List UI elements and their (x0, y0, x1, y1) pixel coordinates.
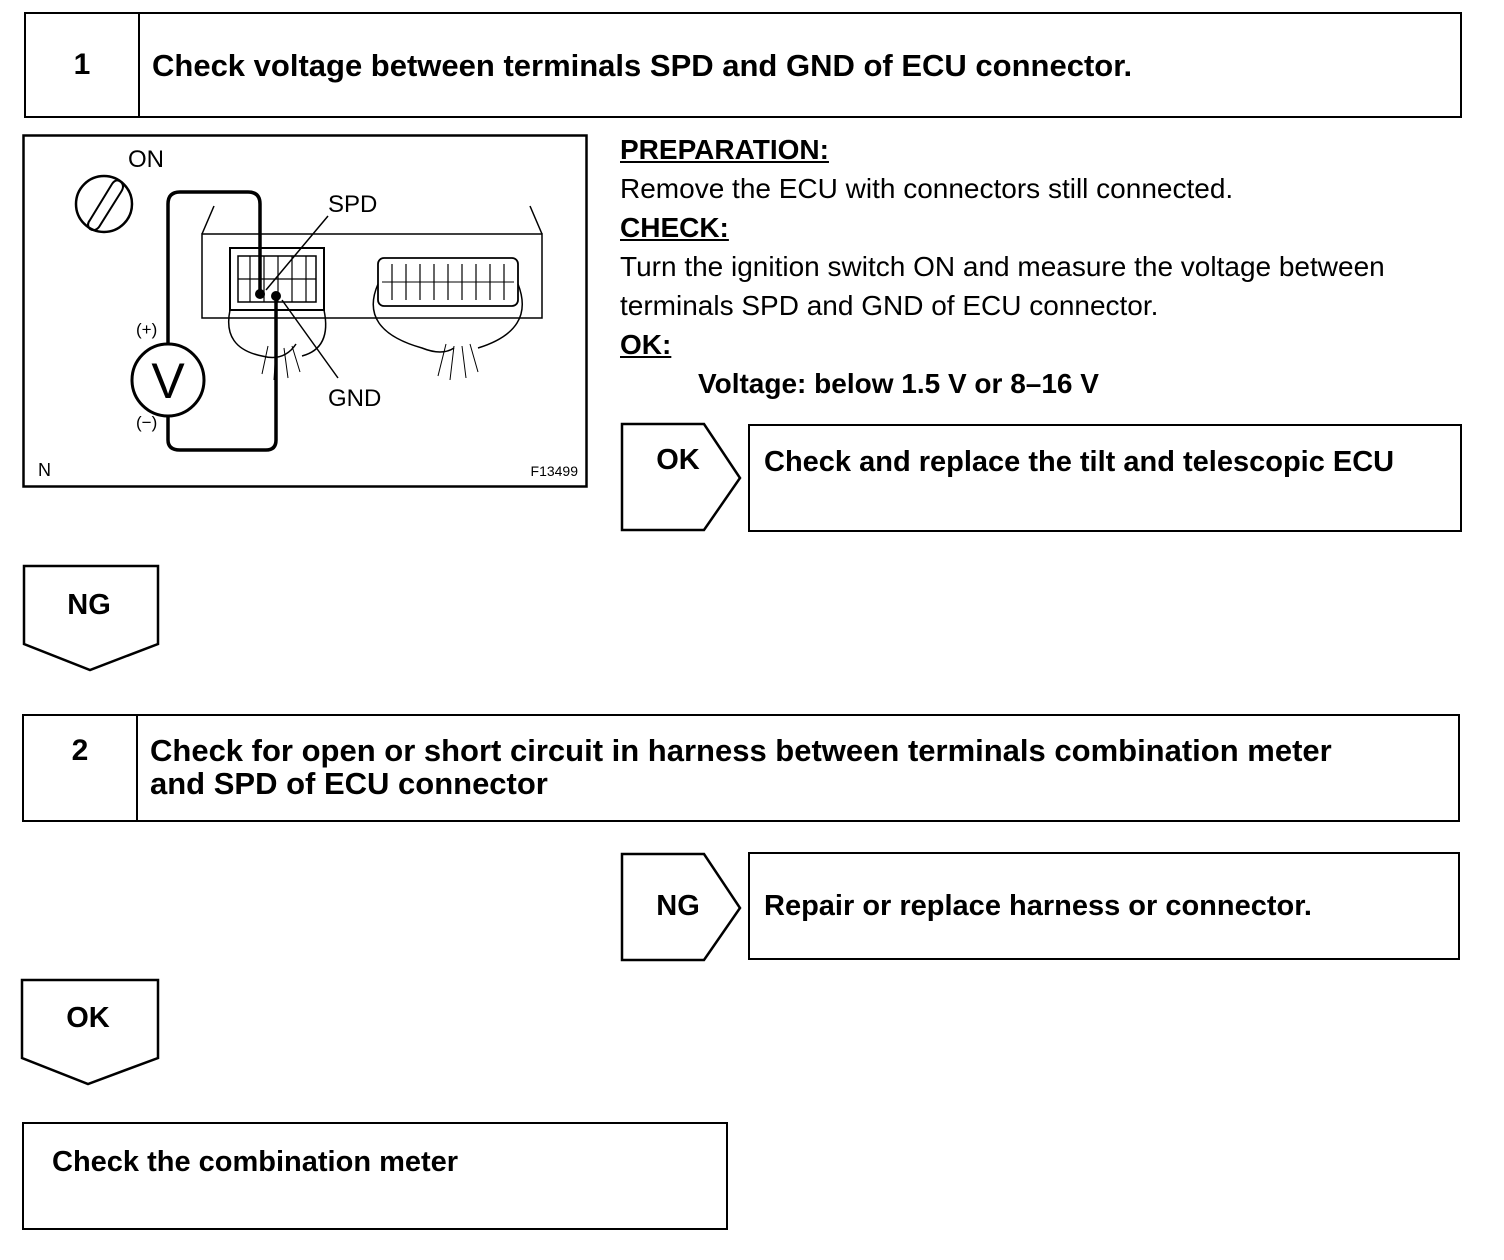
gnd-callout-line (281, 299, 339, 379)
preparation-text: Remove the ECU with connectors still con… (620, 173, 1234, 204)
result-2-ng-arrow: NG (620, 852, 744, 964)
step-2-box: 2 Check for open or short circuit in har… (22, 714, 1460, 822)
preparation-heading: PREPARATION: (620, 134, 829, 165)
test-lead-positive (166, 190, 262, 350)
label-gnd: GND (328, 385, 381, 412)
result-2-ng-label: NG (656, 890, 700, 922)
ecu-connector-left (228, 247, 327, 381)
label-on: ON (128, 146, 164, 173)
flow-1-ng-arrow: NG (22, 564, 160, 674)
step-1-box: 1 Check voltage between terminals SPD an… (24, 12, 1462, 118)
step-title-line-2: and SPD of ECU connector (150, 766, 548, 801)
check-heading: CHECK: (620, 212, 729, 243)
ignition-switch-icon (74, 174, 134, 234)
right-arrow-icon (620, 852, 742, 962)
voltmeter-symbol: V (151, 353, 185, 409)
result-2-ng-box: Repair or replace harness or connector. (748, 852, 1460, 960)
instructions: PREPARATION: Remove the ECU with connect… (620, 130, 1490, 403)
wiring-diagram-svg: ON (22, 134, 588, 488)
flow-2-ok-arrow: OK (20, 978, 160, 1088)
wiring-diagram: ON (22, 134, 588, 488)
right-arrow-icon (620, 422, 742, 532)
flow-2-ok-label: OK (66, 1002, 110, 1034)
ok-spec: Voltage: below 1.5 V or 8–16 V (698, 368, 1099, 399)
result-1-ok-text: Check and replace the tilt and telescopi… (764, 446, 1395, 478)
result-2-ng-text: Repair or replace harness or connector. (764, 890, 1312, 922)
label-plus: (+) (136, 320, 157, 339)
spd-callout-line (265, 215, 329, 291)
step-number: 2 (24, 716, 138, 820)
result-1-ok-label: OK (656, 444, 700, 476)
figure-id: F13499 (531, 463, 579, 479)
step-number: 1 (26, 14, 140, 116)
down-arrow-icon (20, 978, 160, 1086)
check-text-line-1: Turn the ignition switch ON and measure … (620, 251, 1385, 282)
ecu-outline (201, 205, 543, 319)
flow-1-ng-label: NG (67, 589, 111, 621)
ok-heading: OK: (620, 329, 672, 360)
spd-terminal (255, 289, 265, 299)
voltmeter-icon (130, 342, 206, 418)
label-minus: (−) (136, 413, 157, 432)
label-n: N (38, 460, 51, 480)
step-title: Check for open or short circuit in harne… (138, 716, 1458, 820)
step-title: Check voltage between terminals SPD and … (152, 47, 1133, 83)
check-text-line-2: terminals SPD and GND of ECU connector. (620, 290, 1159, 321)
final-action-box: Check the combination meter (22, 1122, 728, 1230)
down-arrow-icon (22, 564, 160, 672)
gnd-terminal (271, 291, 281, 301)
label-spd: SPD (328, 191, 377, 218)
result-1-ok-arrow: OK (620, 422, 744, 534)
step-title-line-1: Check for open or short circuit in harne… (150, 733, 1332, 768)
final-action-text: Check the combination meter (52, 1146, 459, 1178)
result-1-ok-box: Check and replace the tilt and telescopi… (748, 424, 1462, 532)
test-lead-negative (166, 294, 278, 452)
ecu-connector-right (372, 257, 523, 381)
